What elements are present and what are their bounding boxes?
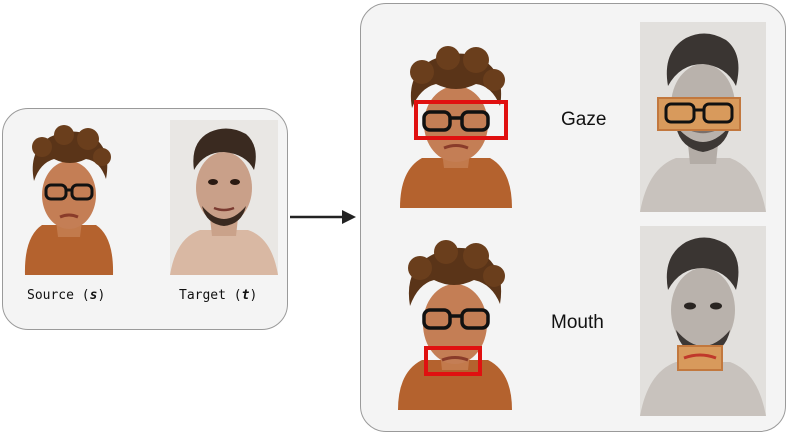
target-caption: Target (t) xyxy=(179,288,258,303)
source-face-image xyxy=(24,125,114,275)
gaze-source-highlight-box xyxy=(414,100,508,140)
mouth-source-highlight-box xyxy=(424,346,482,376)
mouth-transferred-patch xyxy=(677,345,723,371)
source-caption-text: Source xyxy=(27,288,74,303)
mouth-target-face-image xyxy=(640,226,766,416)
gaze-source-face-image xyxy=(400,46,512,208)
source-caption: Source (s) xyxy=(27,288,106,303)
transfer-arrow xyxy=(290,210,356,224)
source-symbol: s xyxy=(89,288,98,303)
gaze-row-label: Gaze xyxy=(561,109,607,130)
target-symbol: t xyxy=(241,288,250,303)
gaze-target-face-image xyxy=(640,22,766,212)
target-face-image xyxy=(170,120,278,275)
mouth-row-label: Mouth xyxy=(551,312,604,333)
target-caption-text: Target xyxy=(179,288,226,303)
mouth-source-face-image xyxy=(398,240,512,410)
